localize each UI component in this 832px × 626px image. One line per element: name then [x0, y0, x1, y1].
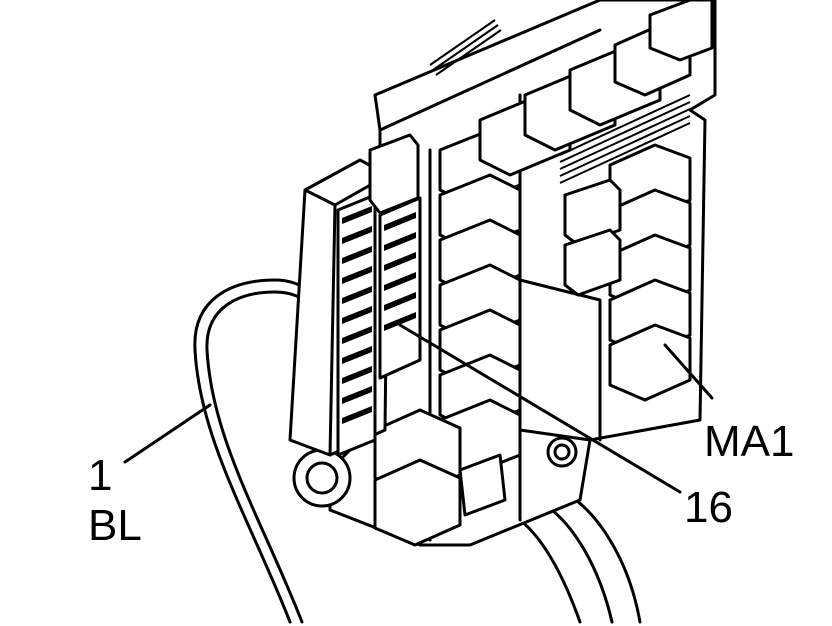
connector-pins — [336, 133, 422, 457]
mounting-screw-left — [292, 448, 352, 508]
ribbon-stripes — [429, 19, 691, 184]
callout-ma1: MA1 — [704, 417, 794, 466]
leader-line-16 — [398, 323, 682, 494]
leader-line-1-bl — [123, 403, 212, 464]
mounting-screw-right — [546, 436, 578, 468]
fuse-column — [438, 128, 522, 477]
wire-loop — [193, 278, 322, 624]
leader-line-ma1 — [663, 343, 714, 400]
top-relays — [478, 0, 714, 177]
right-fuse-column — [563, 143, 692, 402]
callout-16: 16 — [684, 483, 733, 532]
bottom-relays — [373, 408, 507, 547]
callout-1-code: BL — [88, 501, 142, 550]
callout-1-number: 1 — [88, 451, 112, 500]
